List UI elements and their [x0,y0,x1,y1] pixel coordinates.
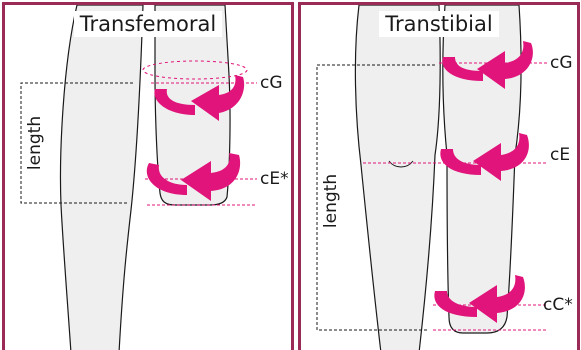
length-label: length [321,171,341,231]
transtibial-illustration [301,5,580,350]
transfemoral-panel: Transfemoral cG cE* length [2,2,294,350]
measurement-label-cc: cC* [543,295,573,315]
measurement-label-cg: cG [550,53,573,73]
measurement-label-ce: cE* [260,169,289,189]
length-label: length [25,113,45,173]
transtibial-panel: Transtibial cG cE cC* length [298,2,580,350]
sound-leg [61,5,143,350]
panel-title: Transfemoral [74,11,222,37]
panel-title: Transtibial [379,11,498,37]
transfemoral-illustration [5,5,294,350]
measurement-label-cg: cG [260,73,283,93]
sound-leg [355,5,440,350]
measurement-label-ce: cE [550,145,570,165]
